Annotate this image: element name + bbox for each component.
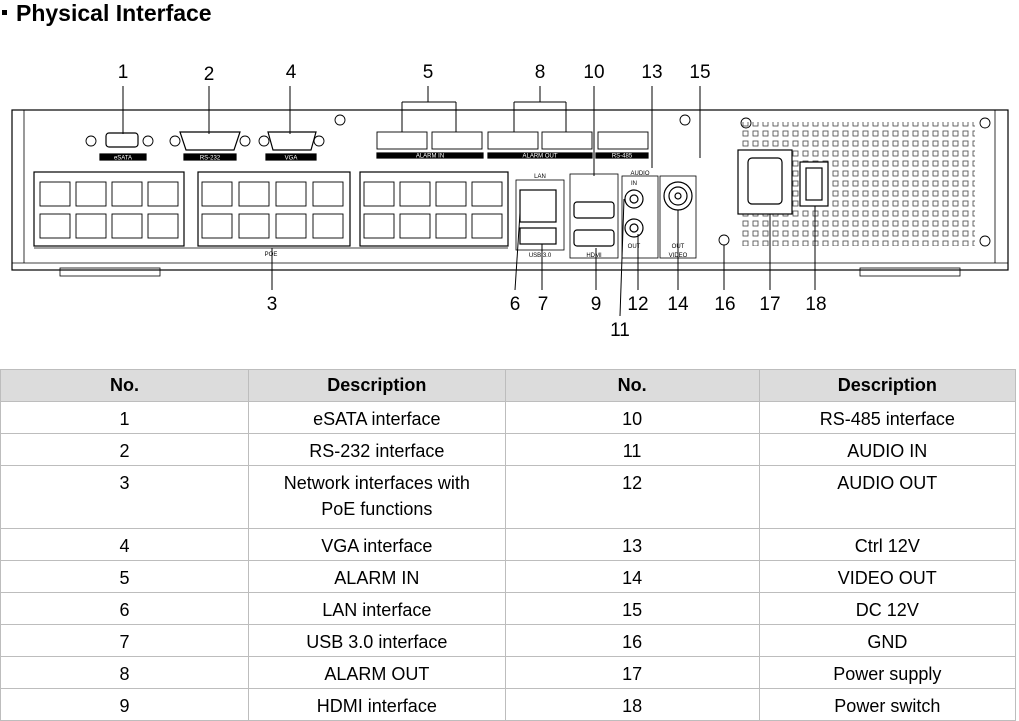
- label-hdmi: HDMI: [586, 253, 602, 259]
- callout-number: 11: [610, 320, 630, 341]
- cell-no: 2: [0, 433, 250, 466]
- cell-no: 3: [0, 465, 250, 529]
- label-rs232: RS-232: [200, 156, 221, 162]
- rs232-port: [179, 131, 241, 151]
- cell-no: 1: [0, 401, 250, 434]
- power-inlet: [737, 149, 793, 215]
- header-no: No.: [0, 369, 250, 402]
- cell-description: AUDIO IN: [758, 433, 1017, 466]
- terminal-blocks: [376, 131, 649, 150]
- cell-description: AUDIO OUT: [758, 465, 1017, 529]
- section-heading: Physical Interface: [2, 0, 212, 27]
- label-video: VIDEO: [669, 253, 688, 259]
- callout-number: 1: [118, 62, 129, 83]
- cell-description: VGA interface: [248, 528, 506, 561]
- cell-description: ALARM OUT: [248, 656, 506, 689]
- cell-description: ALARM IN: [248, 560, 506, 593]
- poe-port-bank: [33, 171, 185, 247]
- label-rs485: RS-485: [612, 154, 633, 160]
- cell-no: 14: [504, 560, 760, 593]
- audio-in-jack: [624, 189, 644, 209]
- callout-number: 7: [538, 294, 549, 315]
- callout-number: 8: [535, 62, 546, 83]
- cell-description: RS-485 interface: [758, 401, 1017, 434]
- cell-no: 5: [0, 560, 250, 593]
- label-usb: USB 3.0: [529, 253, 552, 259]
- power-switch: [799, 161, 829, 207]
- cell-description: GND: [758, 624, 1017, 657]
- callout-number: 13: [641, 62, 662, 83]
- cell-description: Ctrl 12V: [758, 528, 1017, 561]
- label-audio-in: IN: [631, 181, 637, 187]
- callout-number: 18: [805, 294, 826, 315]
- cell-no: 8: [0, 656, 250, 689]
- cell-no: 15: [504, 592, 760, 625]
- rear-panel-figure: eSATA RS-232 VGA ALARM IN ALARM OUT RS-4…: [11, 62, 1009, 341]
- callout-number: 4: [286, 62, 297, 83]
- label-audio: AUDIO: [630, 171, 649, 177]
- label-alarm-out: ALARM OUT: [522, 154, 557, 160]
- cell-no: 13: [504, 528, 760, 561]
- lan-port: [519, 189, 557, 223]
- label-audio-out: OUT: [628, 244, 641, 250]
- cell-description: USB 3.0 interface: [248, 624, 506, 657]
- cell-description: RS-232 interface: [248, 433, 506, 466]
- label-alarm-in: ALARM IN: [416, 154, 444, 160]
- callout-number: 14: [667, 294, 689, 315]
- cell-description: LAN interface: [248, 592, 506, 625]
- callout-number: 15: [689, 62, 710, 83]
- cell-description: VIDEO OUT: [758, 560, 1017, 593]
- callout-number: 17: [759, 294, 780, 315]
- callout-number: 2: [204, 64, 215, 85]
- bullet-icon: [2, 10, 7, 16]
- callout-number: 9: [591, 294, 602, 315]
- cell-description: Network interfaces with PoE functions: [248, 465, 506, 529]
- header-description: Description: [758, 369, 1017, 402]
- cell-no: 17: [504, 656, 760, 689]
- usb-port: [519, 227, 557, 245]
- table-header-row: No. Description No. Description: [0, 369, 1017, 402]
- label-esata: eSATA: [114, 156, 132, 162]
- callout-number: 12: [627, 294, 648, 315]
- audio-out-jack: [624, 218, 644, 238]
- section-title: Physical Interface: [16, 0, 212, 26]
- cell-no: 7: [0, 624, 250, 657]
- vga-port: [267, 131, 317, 151]
- label-poe: POE: [265, 252, 278, 258]
- cell-no: 11: [504, 433, 760, 466]
- header-description: Description: [248, 369, 506, 402]
- label-video-out: OUT: [672, 244, 685, 250]
- cell-description: DC 12V: [758, 592, 1017, 625]
- cell-no: 12: [504, 465, 760, 529]
- callout-number: 3: [267, 294, 278, 315]
- cell-no: 10: [504, 401, 760, 434]
- callout-number: 10: [583, 62, 604, 83]
- label-lan: LAN: [534, 174, 546, 180]
- cell-no: 4: [0, 528, 250, 561]
- cell-no: 16: [504, 624, 760, 657]
- esata-port: [105, 132, 139, 148]
- cell-description: eSATA interface: [248, 401, 506, 434]
- callout-number: 16: [714, 294, 735, 315]
- label-vga: VGA: [285, 156, 298, 162]
- header-no: No.: [504, 369, 760, 402]
- callout-number: 6: [510, 294, 521, 315]
- callout-number: 5: [423, 62, 434, 83]
- hdmi-port: [573, 201, 615, 219]
- cell-no: 6: [0, 592, 250, 625]
- cell-description: Power supply: [758, 656, 1017, 689]
